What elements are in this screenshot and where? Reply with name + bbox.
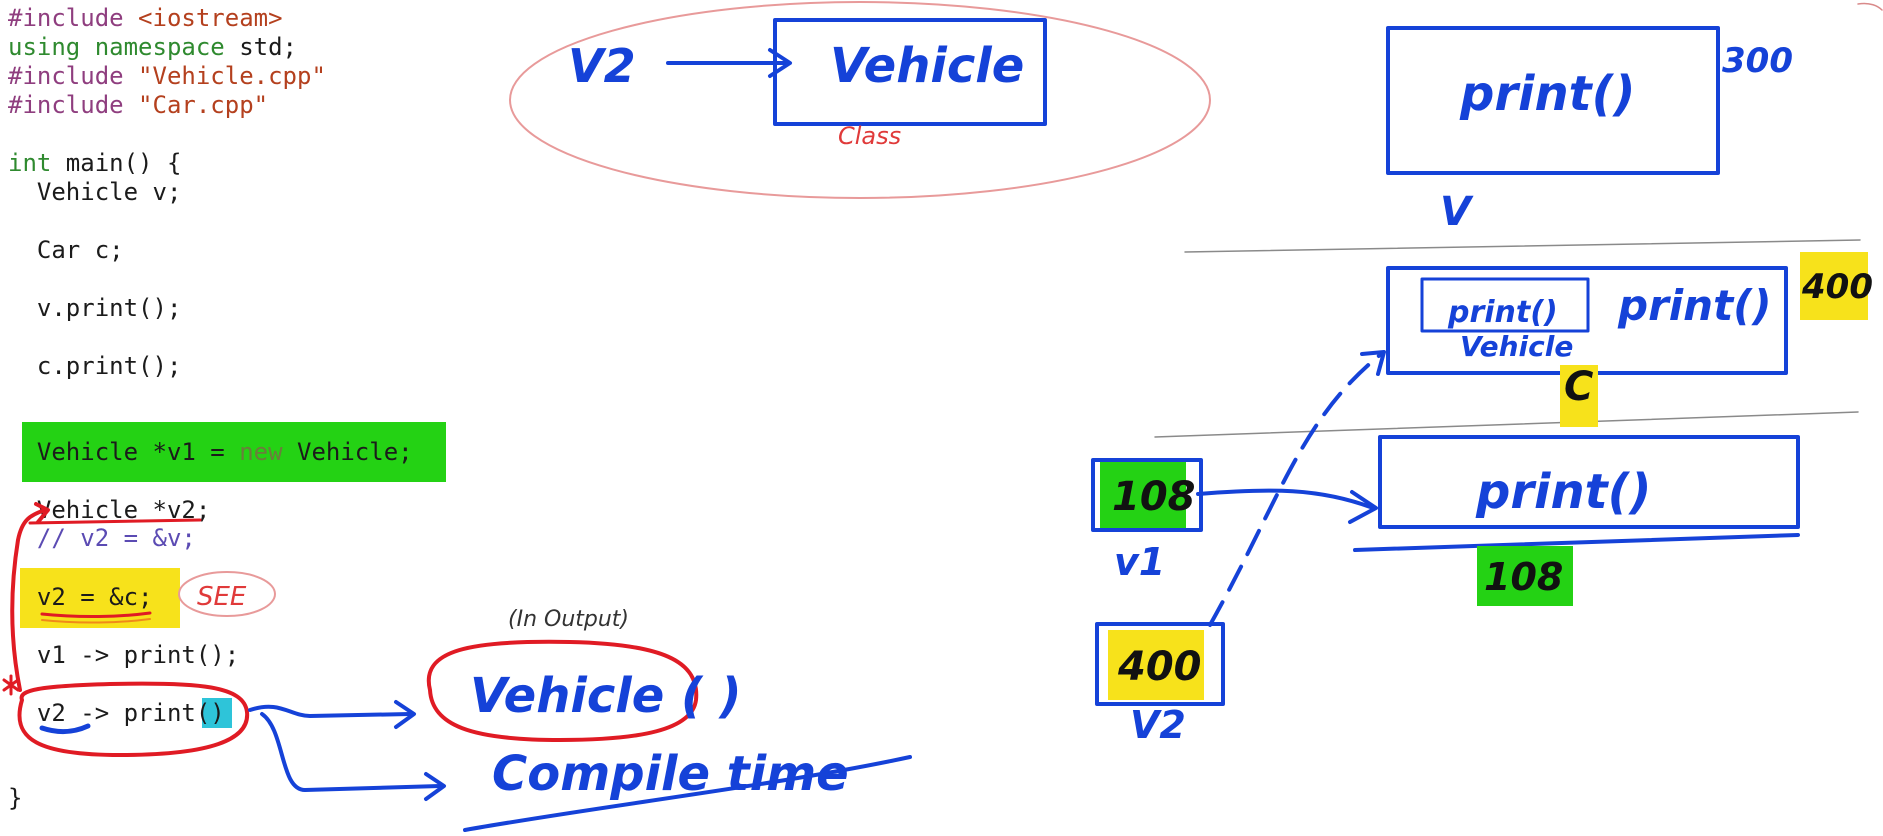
arrow-to-vehicle-call <box>248 704 412 718</box>
heap-baseline <box>1353 533 1800 552</box>
red-loop-call2 <box>17 681 250 757</box>
label-v2: V2 <box>568 39 636 93</box>
label-print-car: print() <box>1617 281 1772 330</box>
label-print-inner: print() <box>1447 295 1558 330</box>
object-box-heap <box>1378 435 1800 529</box>
label-400-v2: 400 <box>1117 644 1202 690</box>
code-line: Car c; <box>8 236 124 264</box>
class-ellipse <box>509 1 1211 199</box>
code-line: using namespace std; <box>8 33 297 61</box>
label-vehicle-class: Vehicle <box>830 38 1024 94</box>
vehicle-class-box <box>773 18 1047 126</box>
code-line-v1: Vehicle *v1 = new Vehicle; <box>8 438 413 466</box>
label-108-heap: 108 <box>1484 555 1563 599</box>
code-line-call2: v2 -> print() <box>8 699 225 727</box>
code-line: Vehicle v; <box>8 178 182 206</box>
arrow-v2-car-dashed <box>1208 353 1382 627</box>
code-line: c.print(); <box>8 352 182 380</box>
arrow-to-compile-time <box>260 712 442 792</box>
code-line-assign: v2 = &c; <box>8 583 153 611</box>
highlight-c-label <box>1560 365 1598 427</box>
inner-vehicle-box <box>1420 277 1590 333</box>
highlight-108-heap <box>1477 546 1573 606</box>
label-compile-time: Compile time <box>492 746 849 802</box>
code-line-close: } <box>8 784 23 812</box>
red-arrow-up <box>10 508 47 692</box>
label-108-v1: 108 <box>1112 474 1196 520</box>
highlight-108-v1 <box>1100 462 1186 528</box>
code-line-comment: // v2 = &v; <box>8 524 196 552</box>
label-v: V <box>1440 189 1474 235</box>
code-line-call1: v1 -> print(); <box>8 641 240 669</box>
label-print-bottom: print() <box>1475 464 1651 520</box>
red-underline-v2 <box>28 518 202 525</box>
underline-compile-time <box>463 755 912 832</box>
label-print-top: print() <box>1459 66 1635 122</box>
highlight-400-v2 <box>1108 630 1204 700</box>
label-c: C <box>1564 364 1593 410</box>
label-400-car: 400 <box>1801 267 1873 307</box>
label-v2-pointer: V2 <box>1130 703 1186 747</box>
code-line: #include "Vehicle.cpp" <box>8 62 326 90</box>
label-v1: v1 <box>1114 540 1165 584</box>
highlight-call-parens <box>202 698 232 728</box>
label-300: 300 <box>1722 41 1793 81</box>
pointer-box-v2 <box>1095 622 1225 706</box>
label-vehicle-call: Vehicle ( ) <box>470 668 742 724</box>
red-underline-assign <box>40 611 152 619</box>
blue-underline-v2 <box>39 723 91 735</box>
label-class: Class <box>838 122 901 150</box>
highlight-400-car <box>1800 252 1868 320</box>
arrow-v1-heap <box>1196 488 1375 510</box>
red-star-icon <box>2 674 20 696</box>
label-vehicle-inner: Vehicle <box>1460 330 1573 363</box>
object-box-v <box>1386 26 1720 175</box>
red-loop-vehicle-call <box>426 639 699 742</box>
code-line: #include <iostream> <box>8 4 283 32</box>
label-in-output: (In Output) <box>508 607 629 632</box>
divider-top <box>1184 239 1861 253</box>
divider-bottom <box>1154 411 1859 438</box>
highlight-v1-line <box>22 422 446 482</box>
label-see: SEE <box>197 582 247 612</box>
code-line: #include "Car.cpp" <box>8 91 269 119</box>
code-line: int main() { <box>8 149 182 177</box>
see-ellipse <box>178 571 276 617</box>
code-line: v.print(); <box>8 294 182 322</box>
